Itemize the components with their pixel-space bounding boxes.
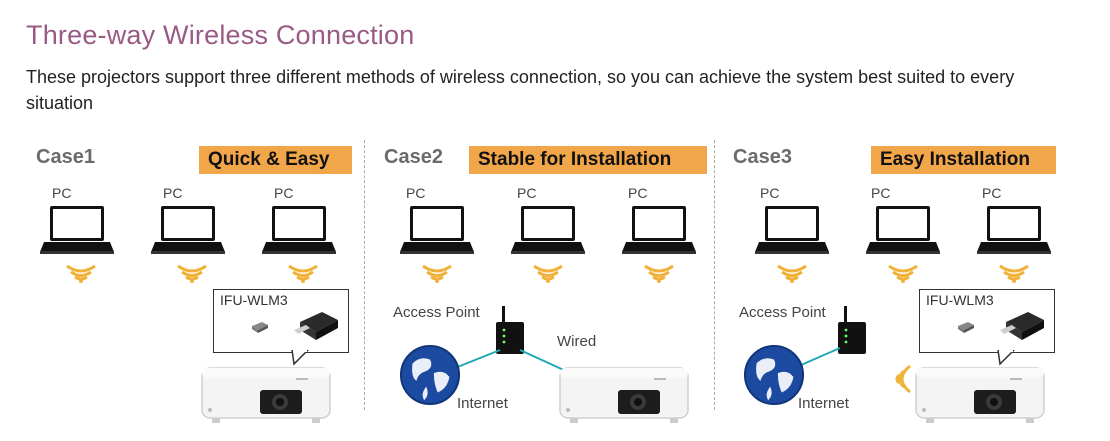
dongle-callout: IFU-WLM3 — [919, 289, 1055, 353]
projector-icon — [200, 360, 332, 424]
pc-label: PC — [52, 185, 72, 201]
laptop-icon — [151, 205, 225, 255]
pc-label: PC — [871, 185, 891, 201]
router-icon — [492, 304, 528, 356]
case-divider — [714, 140, 715, 410]
laptop-icon — [866, 205, 940, 255]
laptop-icon — [40, 205, 114, 255]
wifi-signal-icon — [286, 262, 320, 284]
laptop-icon — [511, 205, 585, 255]
intro-text: These projectors support three different… — [26, 67, 1015, 113]
callout-pointer — [997, 350, 1016, 366]
pc-label: PC — [982, 185, 1002, 201]
pc-label: PC — [628, 185, 648, 201]
laptop-icon — [622, 205, 696, 255]
case1-badge: Quick & Easy — [199, 146, 352, 174]
case2-badge: Stable for Installation — [469, 146, 707, 174]
globe-icon — [743, 344, 805, 406]
pc-label: PC — [274, 185, 294, 201]
wifi-signal-icon — [64, 262, 98, 284]
dongle-icon — [1000, 304, 1048, 344]
dongle-model-label: IFU-WLM3 — [220, 292, 288, 308]
laptop-icon — [262, 205, 336, 255]
case-divider — [364, 140, 365, 410]
projector-icon — [914, 360, 1046, 424]
globe-icon — [399, 344, 461, 406]
access-point-label: Access Point — [739, 304, 826, 321]
callout-pointer — [291, 350, 310, 366]
dongle-small-icon — [250, 320, 270, 334]
wifi-signal-icon — [642, 262, 676, 284]
wired-label: Wired — [557, 333, 597, 350]
access-point-label: Access Point — [393, 304, 480, 321]
dongle-model-label: IFU-WLM3 — [926, 292, 994, 308]
pc-label: PC — [163, 185, 183, 201]
pc-label: PC — [760, 185, 780, 201]
internet-label: Internet — [798, 395, 849, 412]
case3-label: Case3 — [733, 146, 792, 168]
dongle-small-icon — [956, 320, 976, 334]
internet-label: Internet — [457, 395, 508, 412]
case3-badge: Easy Installation — [871, 146, 1056, 174]
pc-label: PC — [406, 185, 426, 201]
pc-label: PC — [517, 185, 537, 201]
router-icon — [834, 304, 870, 356]
wifi-signal-icon — [895, 364, 911, 394]
wifi-signal-icon — [420, 262, 454, 284]
wifi-signal-icon — [775, 262, 809, 284]
case2-label: Case2 — [384, 146, 443, 168]
laptop-icon — [400, 205, 474, 255]
dongle-icon — [294, 304, 342, 344]
wifi-signal-icon — [531, 262, 565, 284]
dongle-callout: IFU-WLM3 — [213, 289, 349, 353]
case1-label: Case1 — [36, 146, 95, 168]
laptop-icon — [755, 205, 829, 255]
page-title: Three-way Wireless Connection — [26, 20, 415, 50]
projector-icon — [558, 360, 690, 424]
laptop-icon — [977, 205, 1051, 255]
wifi-signal-icon — [997, 262, 1031, 284]
wifi-signal-icon — [175, 262, 209, 284]
wifi-signal-icon — [886, 262, 920, 284]
